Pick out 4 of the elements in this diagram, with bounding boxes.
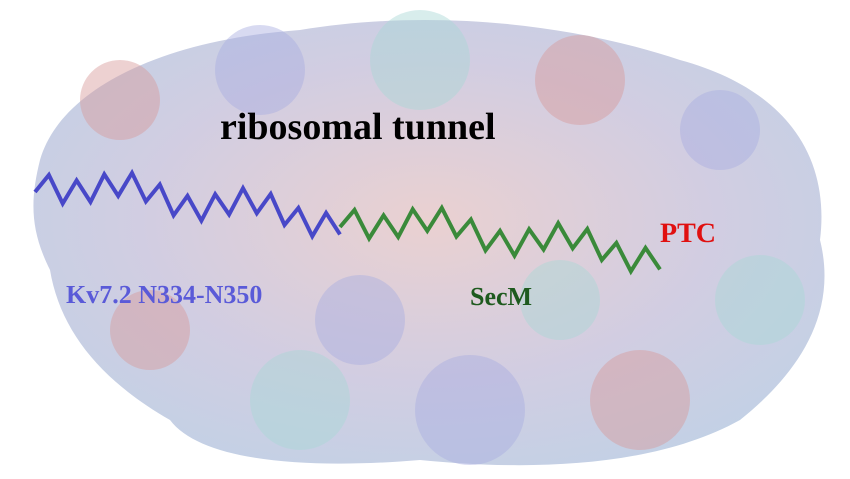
structure-label: SecM [470,284,532,310]
structure-label: Kv7.2 N334-N350 [66,282,262,308]
structure-label: ribosomal tunnel [220,108,496,146]
structure-label: PTC [660,220,716,248]
